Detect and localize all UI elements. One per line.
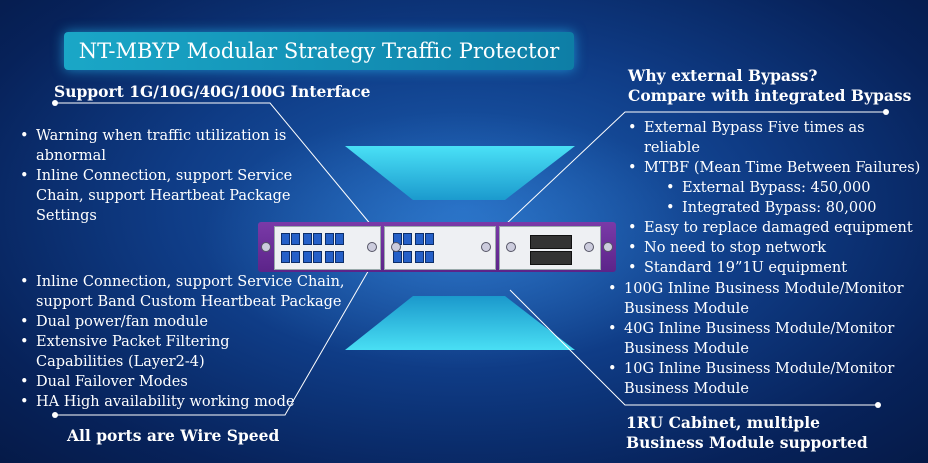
list-item: Dual power/fan module xyxy=(16,312,346,332)
device-chassis-image xyxy=(258,222,616,272)
list-item: External Bypass Five times as reliable xyxy=(624,118,924,158)
right-top-heading-2: Compare with integrated Bypass xyxy=(628,86,912,105)
list-item: 10G Inline Business Module/Monitor Busin… xyxy=(604,359,904,399)
screw-hole xyxy=(603,242,613,252)
left-bottom-list: Inline Connection, support Service Chain… xyxy=(16,272,346,412)
sub-list-item: Integrated Bypass: 80,000 xyxy=(624,198,924,218)
left-bottom-heading: All ports are Wire Speed xyxy=(67,426,280,445)
list-item: HA High availability working mode xyxy=(16,392,346,412)
title-banner: NT-MBYP Modular Strategy Traffic Protect… xyxy=(64,32,574,70)
list-item: Warning when traffic utilization is abno… xyxy=(16,126,294,166)
right-bottom-heading-1: 1RU Cabinet, multiple xyxy=(626,413,820,432)
list-item: MTBF (Mean Time Between Failures) xyxy=(624,158,924,178)
right-top-list: External Bypass Five times as reliable M… xyxy=(624,118,924,278)
right-top-heading-1: Why external Bypass? xyxy=(628,66,818,85)
list-item: Easy to replace damaged equipment xyxy=(624,218,924,238)
list-item: 40G Inline Business Module/Monitor Busin… xyxy=(604,319,904,359)
module-panel-3 xyxy=(499,226,601,270)
list-item: Standard 19”1U equipment xyxy=(624,258,924,278)
list-item: Inline Connection, support Service Chain… xyxy=(16,272,346,312)
right-bottom-heading-2: Business Module supported xyxy=(626,433,868,452)
left-top-heading: Support 1G/10G/40G/100G Interface xyxy=(54,82,371,101)
screw-hole xyxy=(261,242,271,252)
bottom-prism xyxy=(345,296,575,350)
connector-lines xyxy=(55,102,886,416)
list-item: No need to stop network xyxy=(624,238,924,258)
page-title: NT-MBYP Modular Strategy Traffic Protect… xyxy=(78,39,560,63)
list-item: 100G Inline Business Module/Monitor Busi… xyxy=(604,279,904,319)
list-item: Dual Failover Modes xyxy=(16,372,346,392)
top-prism xyxy=(345,146,575,200)
module-panel-1 xyxy=(274,226,381,270)
list-item: Extensive Packet Filtering Capabilities … xyxy=(16,332,316,372)
sub-list-item: External Bypass: 450,000 xyxy=(624,178,924,198)
right-bottom-list: 100G Inline Business Module/Monitor Busi… xyxy=(604,279,904,399)
list-item: Inline Connection, support Service Chain… xyxy=(16,166,294,226)
left-top-list: Warning when traffic utilization is abno… xyxy=(16,126,294,226)
module-panel-2 xyxy=(384,226,496,270)
